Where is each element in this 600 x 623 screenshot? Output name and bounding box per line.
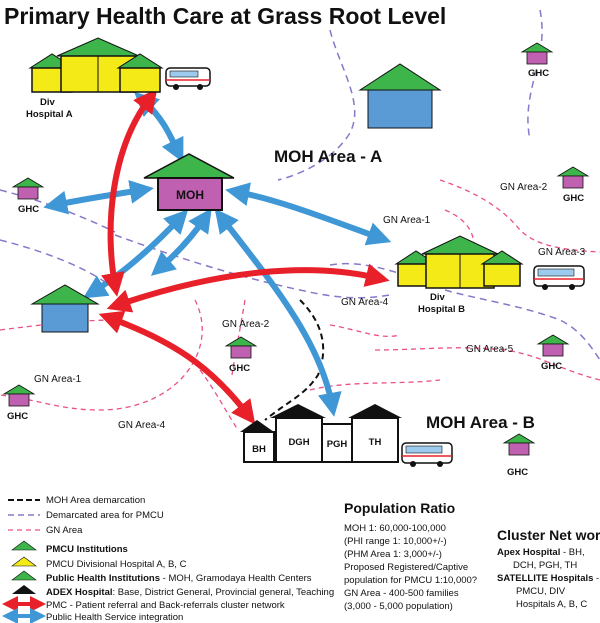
ghc-label: GHC: [507, 467, 528, 478]
legend-item: Demarcated area for PMCU: [46, 510, 164, 521]
legend-item: GN Area: [46, 525, 83, 536]
public-health-institution-house: [358, 63, 442, 129]
gn-area-label: GN Area-5: [466, 344, 514, 355]
div-hospital-b-label-1: Div: [430, 292, 446, 303]
ambulance-icon: [165, 67, 211, 90]
div-hospital-a-label-2: Hospital A: [26, 109, 73, 120]
pmcu-institution-house: [30, 284, 100, 333]
cluster-label-dgh: DGH: [288, 437, 309, 448]
cluster-network-line: Hospitals A, B, C: [516, 599, 587, 610]
satellite-hospitals-text: -: [593, 573, 599, 584]
ghc-label: GHC: [541, 361, 562, 372]
moh-area-a-label: MOH Area - A: [274, 147, 382, 166]
cluster-network-heading: Cluster Net work: [497, 527, 600, 543]
population-ratio-line: MOH 1: 60,000-100,000: [344, 523, 446, 534]
apex-hospital-text: - BH,: [560, 547, 584, 558]
legend-item: MOH Area demarcation: [46, 495, 145, 506]
gn-area-label: GN Area-2: [500, 182, 548, 193]
ghc-label: GHC: [528, 68, 549, 79]
ghc-label: GHC: [7, 411, 28, 422]
ambulance-icon: [533, 265, 585, 290]
cluster-network-line: Apex Hospital - BH,: [497, 547, 585, 558]
population-ratio-line: population for PMCU 1:10,000?: [344, 575, 477, 586]
cluster-label-pgh: PGH: [327, 439, 348, 450]
moh-label: MOH: [176, 188, 204, 202]
legend-item-bold: ADEX Hospital: [46, 587, 113, 598]
legend-item-text: : Base, District General, Provincial gen…: [113, 587, 335, 598]
gn-area-label: GN Area-3: [538, 247, 586, 258]
legend-item: PMCU Divisional Hospital A, B, C: [46, 559, 187, 570]
public-health-service-arrows: [43, 91, 392, 417]
legend-item: Public Health Service integration: [46, 612, 183, 623]
satellite-hospitals-bold: SATELLITE Hospitals: [497, 573, 593, 584]
gn-area-label: GN Area-4: [341, 297, 389, 308]
population-ratio-line: Proposed Registered/Captive: [344, 562, 468, 573]
population-ratio-heading: Population Ratio: [344, 500, 455, 516]
legend-item-bold: Public Health Institutions: [46, 573, 160, 584]
population-ratio-line: (PHM Area 1: 3,000+/-): [344, 549, 442, 560]
legend: [2, 499, 46, 623]
adex-hospital-cluster: [240, 404, 402, 463]
page-title: Primary Health Care at Grass Root Level: [4, 3, 446, 29]
ghc-label: GHC: [229, 363, 250, 374]
div-hospital-b: [394, 235, 524, 289]
div-hospital-b-label-2: Hospital B: [418, 304, 465, 315]
patient-referral-arrows: [98, 88, 390, 425]
gn-area-label: GN Area-2: [222, 319, 270, 330]
div-hospital-a: [28, 37, 164, 93]
ambulance-icon: [401, 442, 453, 467]
population-ratio-line: (PHI range 1: 10,000+/-): [344, 536, 447, 547]
population-ratio-line: GN Area - 400-500 families: [344, 588, 459, 599]
moh-area-b-label: MOH Area - B: [426, 413, 535, 432]
population-ratio: Population Ratio MOH 1: 60,000-100,000 (…: [344, 500, 477, 612]
legend-item: Public Health Institutions - MOH, Gramod…: [46, 573, 312, 584]
ghc-label: GHC: [18, 204, 39, 215]
cluster-network-line: SATELLITE Hospitals -: [497, 573, 599, 584]
apex-hospital-bold: Apex Hospital: [497, 547, 560, 558]
gn-area-label: GN Area-1: [34, 374, 82, 385]
gn-area-label: GN Area-4: [118, 420, 166, 431]
population-ratio-line: (3,000 - 5,000 population): [344, 601, 453, 612]
ghc-label: GHC: [563, 193, 584, 204]
ghc-houses: [2, 42, 590, 456]
cluster-network: Cluster Net work Apex Hospital - BH, DCH…: [497, 527, 600, 610]
cluster-network-line: DCH, PGH, TH: [513, 560, 577, 571]
legend-item: PMC - Patient referral and Back-referral…: [46, 600, 285, 611]
legend-item-text: - MOH, Gramodaya Health Centers: [160, 573, 312, 584]
legend-item: ADEX Hospital: Base, District General, P…: [46, 587, 334, 598]
div-hospital-a-label-1: Div: [40, 97, 56, 108]
cluster-label-th: TH: [369, 437, 382, 448]
cluster-label-bh: BH: [252, 444, 266, 455]
gn-area-label: GN Area-1: [383, 215, 431, 226]
legend-item: PMCU Institutions: [46, 544, 128, 555]
moh-building: [143, 153, 235, 211]
cluster-network-line: PMCU, DIV: [516, 586, 566, 597]
